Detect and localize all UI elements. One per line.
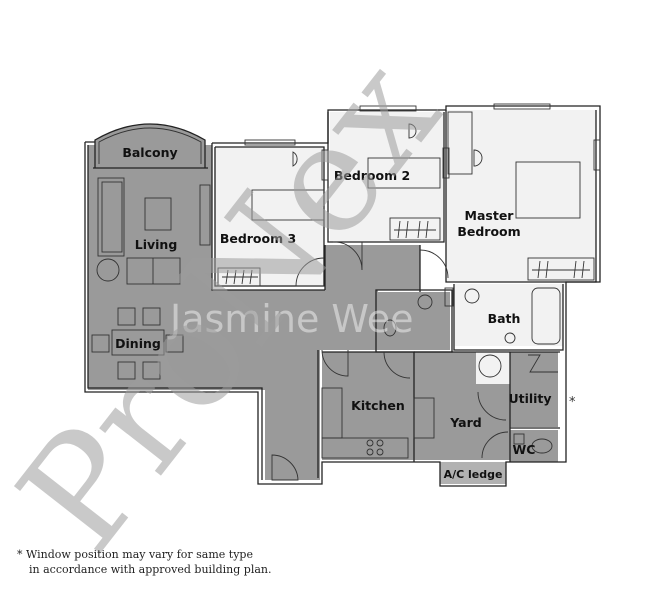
- footnote-marker: *: [17, 548, 23, 561]
- utility-floor: [510, 352, 558, 427]
- living-furniture: [96, 177, 211, 285]
- room-label-master-line1: Master: [465, 208, 515, 223]
- ensuite-fixtures: [383, 294, 433, 337]
- bedroom3-floor: [214, 147, 324, 287]
- ensuite-floor: [378, 292, 450, 350]
- footnote: * Window position may vary for same type…: [17, 547, 271, 577]
- footnote-line1: Window position may vary for same type: [26, 548, 253, 561]
- yard-utility-fixtures: [477, 354, 558, 459]
- room-label-dining: Dining: [115, 336, 161, 351]
- kitchen-floor: [322, 352, 414, 460]
- window-position-marker: *: [569, 395, 576, 410]
- room-label-master-line2: Bedroom: [457, 224, 520, 239]
- footnote-line2: in accordance with approved building pla…: [29, 563, 272, 576]
- room-label-balcony: Balcony: [122, 145, 177, 160]
- balcony-floor: [95, 124, 205, 168]
- master-furniture: [447, 111, 595, 281]
- bath-floor: [455, 284, 563, 346]
- room-label-bedroom3: Bedroom 3: [220, 231, 296, 246]
- dining-furniture: [91, 307, 184, 380]
- master-floor: [446, 110, 596, 282]
- room-label-ac-ledge: A/C ledge: [444, 468, 503, 481]
- bedroom2-furniture: [332, 123, 449, 279]
- bedroom3-furniture: [217, 151, 325, 287]
- bedroom2-floor: [330, 112, 443, 242]
- watermark-secondary: Jasmine Wee: [168, 297, 414, 341]
- entrance-door: [271, 454, 299, 481]
- wc-floor: [510, 430, 558, 462]
- room-label-bedroom2: Bedroom 2: [334, 168, 410, 183]
- room-label-kitchen: Kitchen: [351, 398, 405, 413]
- room-label-utility: Utility: [508, 391, 551, 406]
- bath-fixtures: [444, 287, 561, 378]
- ac-ledge-floor: [440, 462, 506, 484]
- room-label-bath: Bath: [488, 311, 521, 326]
- room-label-yard: Yard: [449, 415, 481, 430]
- room-label-wc: WC: [513, 442, 536, 457]
- kitchen-fixtures: [321, 349, 435, 459]
- room-label-living: Living: [135, 237, 178, 252]
